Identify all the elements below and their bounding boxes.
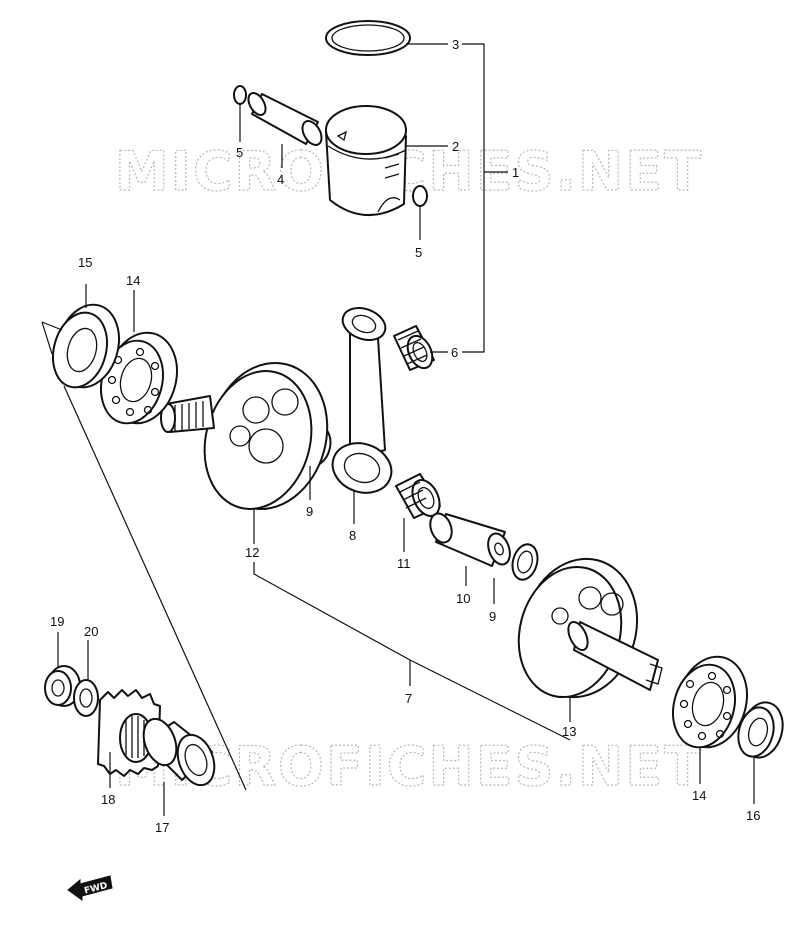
piston-ring[interactable] xyxy=(325,20,411,56)
piston-pin[interactable] xyxy=(245,90,325,148)
callout-8: 8 xyxy=(349,528,356,543)
small-end-bearing[interactable] xyxy=(393,325,437,372)
callout-15: 15 xyxy=(78,255,92,270)
callout-11: 11 xyxy=(397,556,411,571)
callout-14-left: 14 xyxy=(126,273,140,288)
crankshaft-bearing-right[interactable] xyxy=(664,649,757,755)
callout-17: 17 xyxy=(155,820,169,835)
crank-thrust-washer-lower[interactable] xyxy=(509,542,541,583)
connecting-rod[interactable] xyxy=(326,302,399,500)
callout-1: 1 xyxy=(512,165,519,180)
callout-4: 4 xyxy=(277,172,284,187)
assembly-bracket-line xyxy=(41,321,247,791)
crankshaft-left-web[interactable] xyxy=(160,350,343,523)
oil-seal-left[interactable] xyxy=(45,298,128,395)
callout-9-upper: 9 xyxy=(306,504,313,519)
callout-14-right: 14 xyxy=(692,788,706,803)
fwd-arrow-icon: FWD xyxy=(67,875,113,901)
oil-seal-right[interactable] xyxy=(733,698,788,762)
callout-16: 16 xyxy=(746,808,760,823)
washer[interactable] xyxy=(73,679,99,717)
callout-12: 12 xyxy=(245,545,259,560)
leader-lines xyxy=(57,43,755,816)
callout-7: 7 xyxy=(405,691,412,706)
callout-6: 6 xyxy=(451,345,458,360)
callout-18: 18 xyxy=(101,792,115,807)
callout-13: 13 xyxy=(562,724,576,739)
piston-pin-circlip-left[interactable] xyxy=(233,85,247,105)
callout-19: 19 xyxy=(50,614,64,629)
spacer[interactable] xyxy=(138,714,221,790)
big-end-bearing[interactable] xyxy=(395,473,445,520)
callout-9-lower: 9 xyxy=(489,609,496,624)
primary-drive-gear[interactable] xyxy=(97,689,161,777)
piston[interactable] xyxy=(325,105,407,216)
callout-3: 3 xyxy=(452,37,459,52)
callout-10: 10 xyxy=(456,591,470,606)
callout-2: 2 xyxy=(452,139,459,154)
crankshaft-bearing-left[interactable] xyxy=(92,325,187,431)
piston-pin-circlip-right[interactable] xyxy=(412,185,428,207)
crank-pin[interactable] xyxy=(426,510,513,567)
watermark-top: MICROFICHES.NET xyxy=(115,140,703,203)
crankshaft-right-web[interactable] xyxy=(505,546,663,710)
callout-20: 20 xyxy=(84,624,98,639)
callout-5-left: 5 xyxy=(236,145,243,160)
callout-5-right: 5 xyxy=(415,245,422,260)
